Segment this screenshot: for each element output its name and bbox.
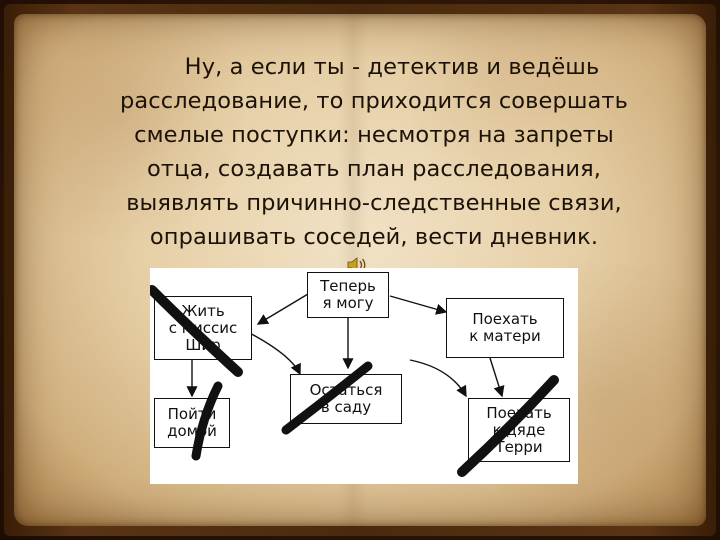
node-label: Поехать к матери <box>469 310 541 345</box>
node-label: Теперь я могу <box>320 277 376 312</box>
paragraph-line: выявлять причинно-следственные связи, <box>126 190 622 216</box>
paragraph-line: расследование, то приходится совершать <box>119 88 629 114</box>
decision-diagram: Теперь я могу Жить с миссис Шир Поехать … <box>150 268 578 484</box>
body-paragraph: Ну, а если ты - детектив и ведёшь рассле… <box>112 50 636 254</box>
strike-mark <box>457 375 559 477</box>
node-go-to-mother: Поехать к матери <box>446 298 564 358</box>
strike-mark <box>281 361 373 435</box>
node-root: Теперь я могу <box>307 272 389 318</box>
paragraph-line: Ну, а если ты - детектив и ведёшь <box>184 54 600 80</box>
strike-mark <box>150 285 243 377</box>
connector-line <box>389 295 448 315</box>
strike-marks <box>150 285 559 477</box>
connector-line <box>489 357 505 398</box>
strike-mark <box>191 381 223 461</box>
paragraph-line: отца, создавать план расследования, <box>147 156 601 182</box>
connector-line <box>409 359 467 398</box>
connector-line <box>256 293 309 325</box>
paragraph-line: смелые поступки: несмотря на запреты <box>134 122 614 148</box>
paragraph-line: опрашивать соседей, вести дневник. <box>149 224 599 250</box>
